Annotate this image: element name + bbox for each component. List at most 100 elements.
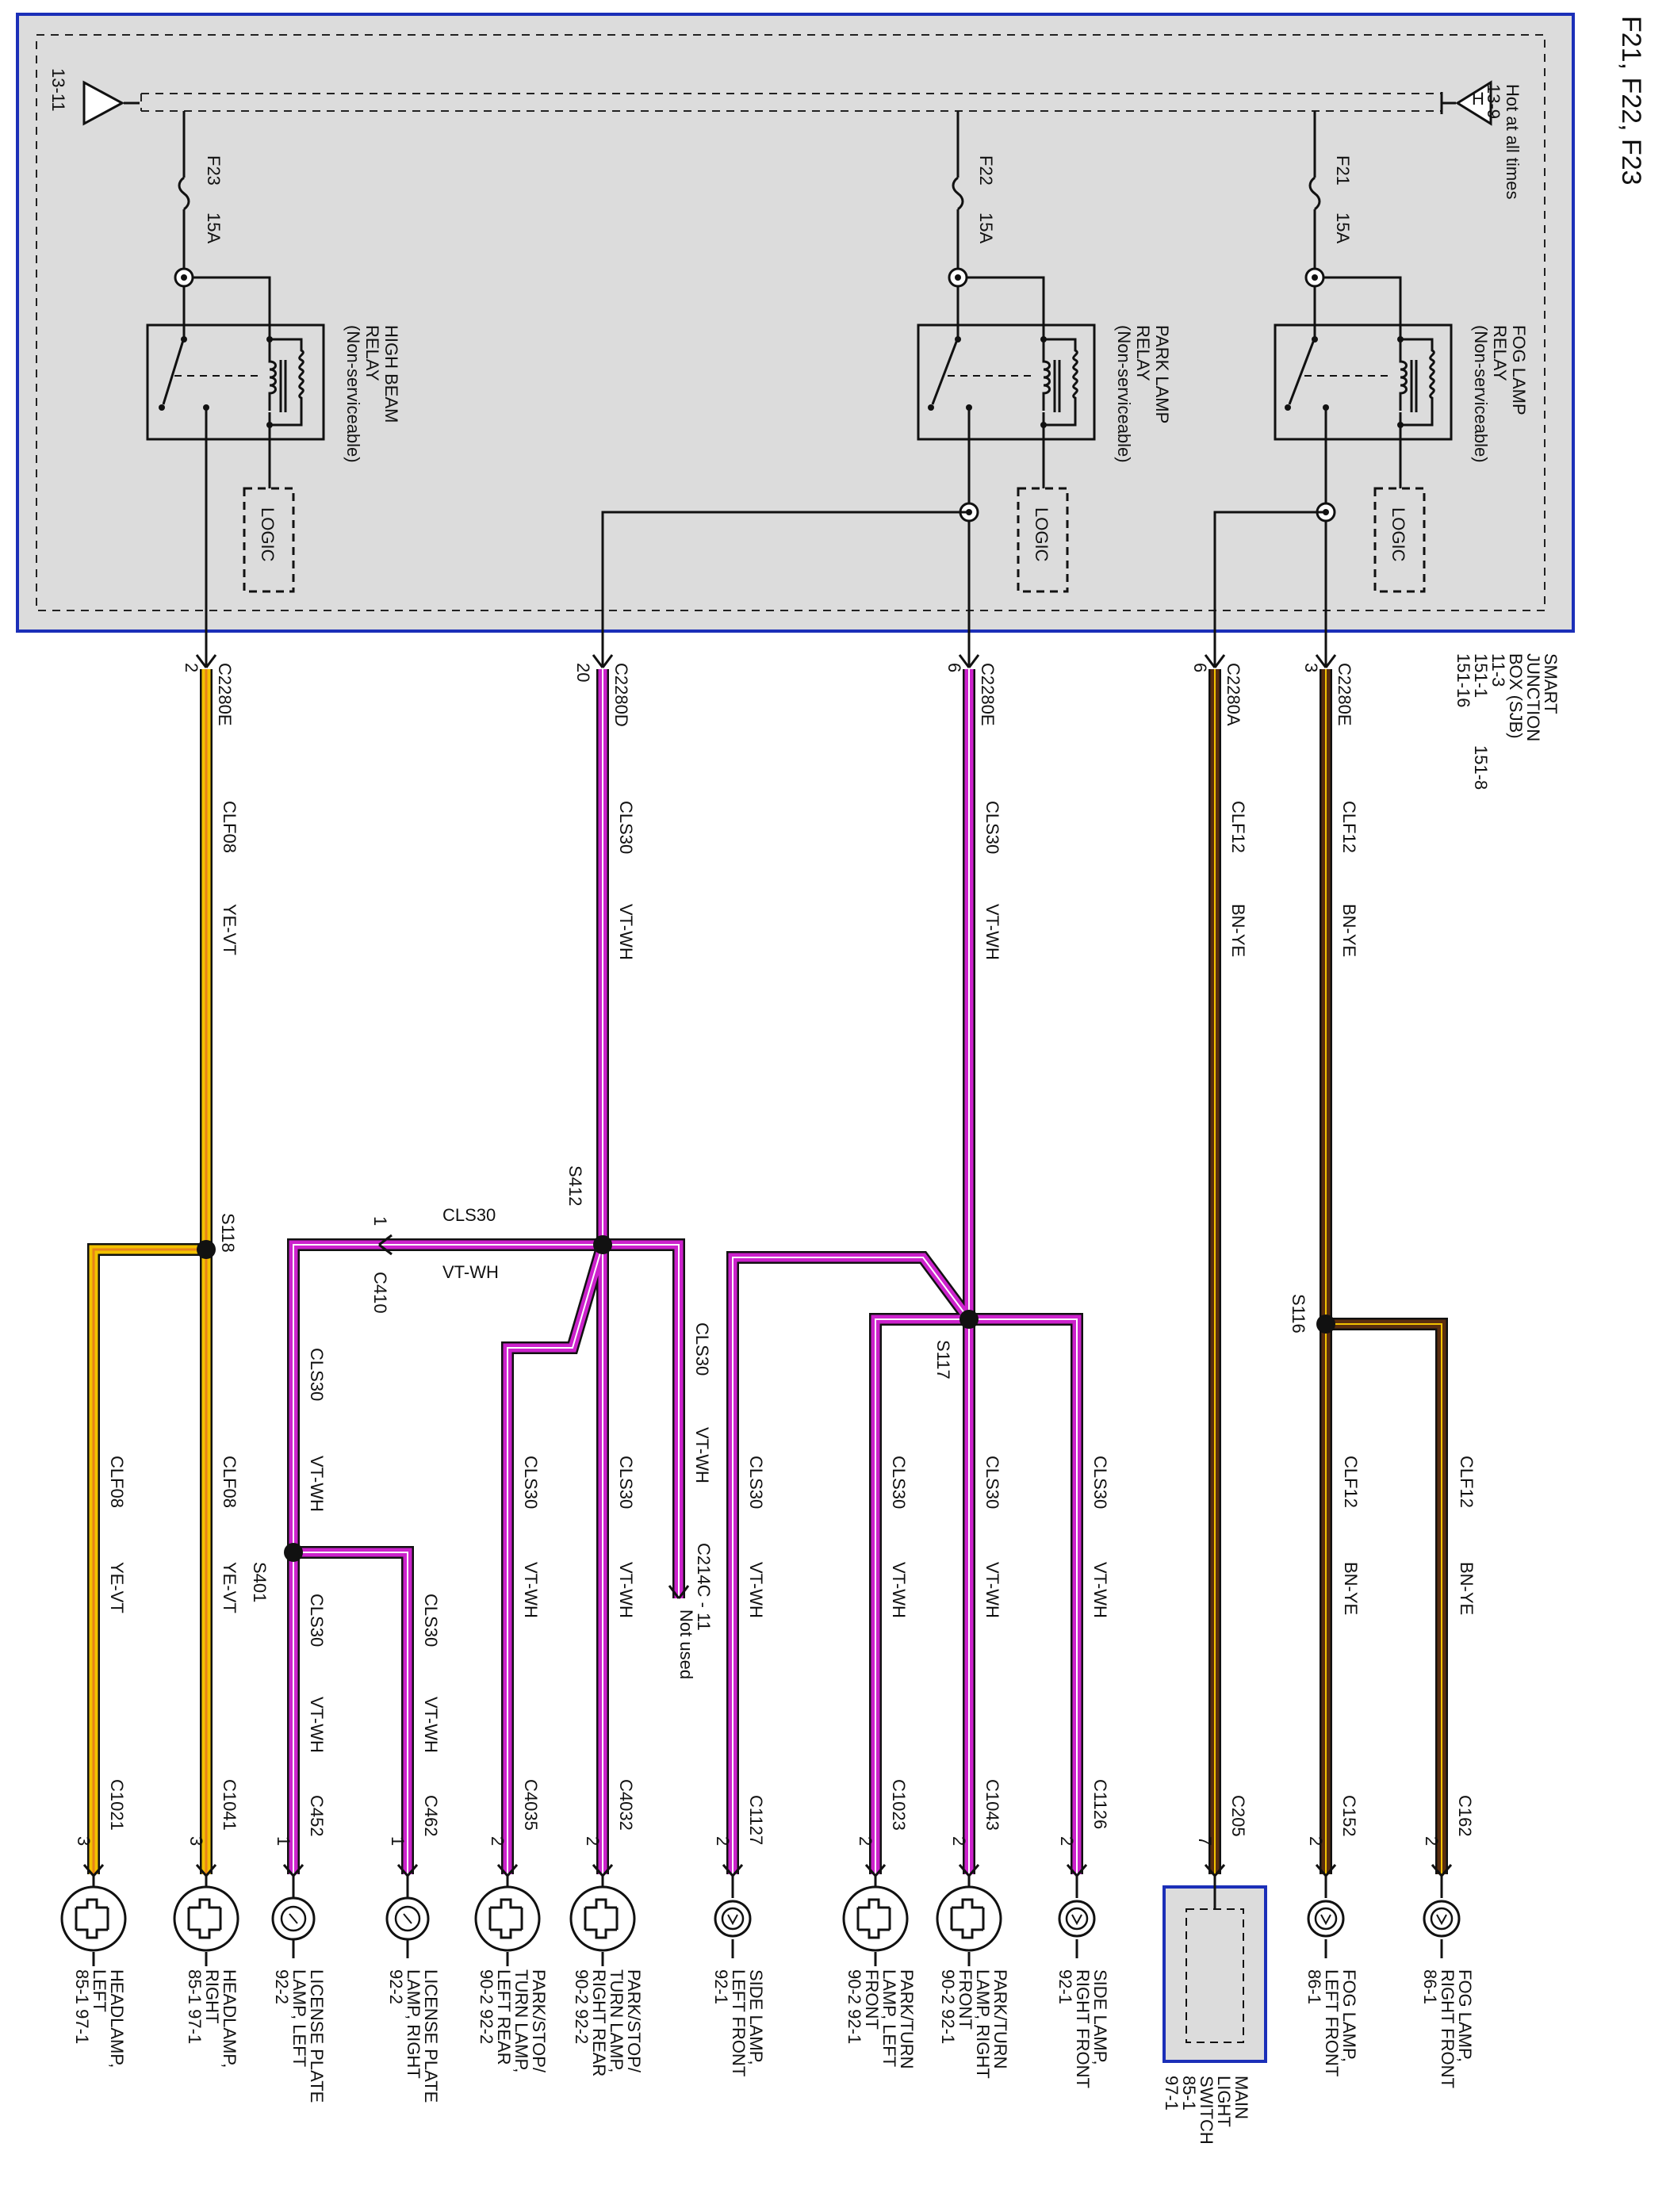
hot-bus-ref: 13-9: [1484, 84, 1503, 119]
comp-6-connector: C1023: [889, 1779, 909, 1831]
comp-10-connector: C462: [421, 1795, 441, 1837]
wire-label-yevt-c: YE-VT: [107, 1562, 127, 1613]
fog-relay-line-2: RELAY: [1490, 325, 1510, 381]
bus-reference-flag: [82, 80, 140, 126]
wire-label-cls30-l: CLS30: [307, 1594, 327, 1647]
sjb-conn-2-name: C2280A: [1224, 663, 1243, 726]
inline-connector-c410: [378, 1234, 393, 1256]
highbeam-relay-line-3: (Non-serviceable): [343, 325, 363, 463]
wire-label-clf12-d: CLF12: [1341, 1456, 1361, 1508]
fog-relay-line-3: (Non-serviceable): [1471, 325, 1491, 463]
park-relay-line-1: PARK LAMP: [1152, 325, 1172, 423]
comp-8-pin: 2: [583, 1836, 603, 1846]
comp-13-pin: 3: [74, 1836, 94, 1846]
comp-12-pin: 3: [186, 1836, 206, 1846]
comp-9-line-2: TURN LAMP,: [511, 1969, 531, 2072]
component-connector-arrows: [82, 1864, 1453, 1877]
sjb-frame: [16, 13, 1575, 633]
comp-5-line-1: PARK/TURN: [990, 1969, 1010, 2069]
comp-3-line-4: 85-1: [1179, 2076, 1199, 2111]
wire-label-yevt-a: YE-VT: [220, 904, 239, 955]
sjb-conn-1-pin: 3: [1301, 663, 1321, 672]
relay-outputs: [205, 408, 1336, 668]
comp-1-connector: C162: [1455, 1795, 1475, 1837]
comp-10-line-1: LICENSE PLATE: [421, 1969, 441, 2103]
wire-label-cls30-f: CLS30: [746, 1456, 766, 1509]
wire-vt-wh-s117: [726, 669, 1083, 1874]
wire-label-vtwh-k: VT-WH: [307, 1456, 327, 1512]
comp-3-line-2: LIGHT: [1214, 2076, 1234, 2127]
comp-3-pin: 7: [1195, 1836, 1215, 1846]
wire-label-cls30-c: CLS30: [1090, 1456, 1110, 1509]
comp-1-line-2: RIGHT FRONT: [1438, 1969, 1457, 2088]
comp-4-line-2: RIGHT FRONT: [1073, 1969, 1093, 2088]
comp-1-pin: 2: [1422, 1836, 1442, 1846]
logic-blocks: [243, 438, 1426, 593]
sjb-name-line-2: JUNCTION: [1523, 653, 1543, 741]
comp-11-pin: 1: [274, 1836, 293, 1846]
fuse-f21-id: F21: [1333, 155, 1353, 186]
comp-1-line-3: 86-1: [1420, 1969, 1440, 2004]
wire-label-clf12-a: CLF12: [1339, 801, 1359, 853]
comp-11-line-2: LAMP, LEFT: [289, 1969, 309, 2067]
wire-label-vtwh-c: VT-WH: [1090, 1562, 1110, 1618]
wire-label-clf08-b: CLF08: [220, 1456, 239, 1508]
fuse-f22: [952, 111, 964, 266]
wire-label-vtwh-i: VT-WH: [521, 1562, 541, 1618]
wire-label-vtwh-a: VT-WH: [982, 904, 1002, 960]
wire-label-vtwh-m: VT-WH: [442, 1262, 499, 1282]
wire-label-bnye-d: BN-YE: [1341, 1562, 1361, 1615]
s117-label: S117: [933, 1340, 953, 1380]
fuse-f22-id: F22: [976, 155, 996, 186]
sjb-conn-5-name: C2280E: [215, 663, 235, 726]
sjb-ref-1: 11-3: [1488, 653, 1508, 687]
comp-5-connector: C1043: [982, 1779, 1002, 1831]
comp-12-line-1: HEADLAMP,: [220, 1969, 239, 2068]
logic-label-park: LOGIC: [1032, 507, 1051, 562]
wire-label-vtwh-h: VT-WH: [616, 1562, 636, 1618]
wire-label-cls30-e: CLS30: [889, 1456, 909, 1509]
wire-bn-ye-fog: [1320, 669, 1448, 1874]
comp-3-line-3: SWITCH: [1197, 2076, 1216, 2145]
fuse-f23: [178, 111, 190, 266]
comp-7-line-2: LEFT FRONT: [729, 1969, 749, 2076]
comp-10-pin: 1: [388, 1836, 408, 1846]
not-used-label: Not used: [676, 1609, 696, 1679]
component-symbols: [60, 1876, 1461, 2063]
comp-7-pin: 2: [713, 1836, 733, 1846]
wire-label-vtwh-j: VT-WH: [421, 1697, 441, 1753]
comp-4-pin: 2: [1057, 1836, 1077, 1846]
comp-8-line-2: TURN LAMP,: [607, 1969, 626, 2072]
wire-label-clf08-c: CLF08: [107, 1456, 127, 1508]
wire-label-vtwh-b: VT-WH: [616, 904, 636, 960]
comp-6-line-3: FRONT: [862, 1969, 882, 2030]
sjb-name-line-3: BOX (SJB): [1506, 653, 1526, 739]
wire-label-vtwh-e: VT-WH: [889, 1562, 909, 1618]
wire-ye-vt-headlamps: [87, 669, 213, 1874]
sjb-ref-4: 151-16: [1454, 653, 1473, 708]
wire-label-bnye-c: BN-YE: [1457, 1562, 1477, 1615]
wire-label-clf08-a: CLF08: [220, 801, 239, 853]
sjb-connector-arrows: [195, 654, 1337, 668]
comp-11-connector: C452: [307, 1795, 327, 1837]
comp-11-line-1: LICENSE PLATE: [307, 1969, 327, 2103]
comp-12-line-3: 85-1 97-1: [185, 1969, 205, 2044]
s118-label: S118: [218, 1213, 238, 1253]
comp-3-line-1: MAIN: [1231, 2076, 1251, 2119]
comp-9-line-4: 90-2 92-2: [477, 1969, 496, 2044]
bus-reference: 13-11: [48, 68, 68, 112]
sjb-conn-4-pin: 20: [573, 663, 593, 682]
comp-9-line-3: LEFT REAR: [494, 1969, 514, 2065]
s116-label: S116: [1289, 1294, 1308, 1334]
comp-3-line-5: 97-1: [1162, 2076, 1182, 2111]
sjb-conn-3-name: C2280E: [978, 663, 998, 726]
wire-label-clf12-b: CLF12: [1228, 801, 1248, 853]
wire-label-clf12-c: CLF12: [1457, 1456, 1477, 1508]
park-relay-line-3: (Non-serviceable): [1114, 325, 1134, 463]
comp-1-line-1: FOG LAMP,: [1455, 1969, 1475, 2062]
comp-7-line-1: SIDE LAMP,: [746, 1969, 766, 2065]
wire-label-cls30-m: CLS30: [442, 1205, 496, 1225]
sjb-conn-4-name: C2280D: [611, 663, 631, 727]
comp-12-connector: C1041: [220, 1779, 239, 1831]
